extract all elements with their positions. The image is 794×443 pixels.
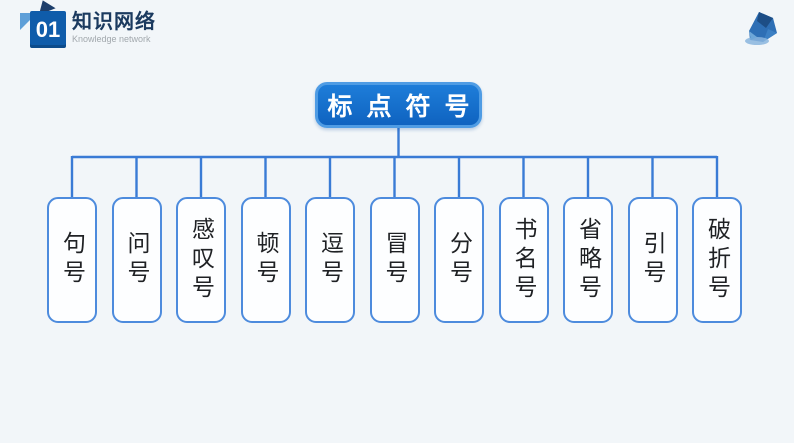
leaf-node-label: 冒号 — [382, 231, 408, 289]
leaf-node-shenglvehao: 省略号 — [563, 197, 613, 323]
leaf-node-label: 省略号 — [575, 216, 602, 304]
leaf-node-fenhao: 分号 — [434, 197, 484, 323]
leaf-node-label: 破折号 — [704, 216, 731, 304]
section-subtitle: Knowledge network — [72, 34, 151, 44]
leaf-node-label: 顿号 — [253, 231, 279, 289]
root-node-label: 标点符号 — [327, 93, 484, 121]
leaf-node-shuminghao: 书名号 — [498, 197, 549, 323]
section-badge-group: 01 — [10, 0, 80, 55]
leaf-node-pozhehao: 破折号 — [692, 197, 742, 323]
leaf-node-maohao: 冒号 — [369, 197, 420, 323]
leaf-node-label: 逗号 — [317, 231, 344, 289]
root-node-punctuation: 标点符号 — [315, 82, 482, 128]
leaf-node-label: 引号 — [640, 231, 666, 289]
leaf-node-wenhao: 问号 — [111, 197, 162, 323]
leaf-node-label: 书名号 — [511, 216, 537, 304]
leaf-node-label: 句号 — [59, 231, 86, 289]
section-title: 知识网络 — [72, 11, 156, 33]
header: 01 知识网络 Knowledge network — [0, 0, 794, 60]
section-number-badge: 01 — [30, 11, 66, 48]
leaf-node-dunhao: 顿号 — [240, 197, 291, 323]
leaf-node-gantanhao: 感叹号 — [176, 197, 226, 323]
leaf-node-yinhao: 引号 — [627, 197, 678, 323]
leaf-node-label: 感叹号 — [188, 216, 215, 304]
section-number: 01 — [35, 16, 61, 42]
header-text: 知识网络 Knowledge network — [72, 10, 156, 45]
leaf-node-label: 分号 — [446, 231, 473, 289]
leaf-node-label: 问号 — [124, 231, 150, 289]
leaf-node-douhao: 逗号 — [305, 197, 355, 323]
origami-gem-icon — [745, 12, 777, 45]
leaf-node-juhao: 句号 — [47, 197, 97, 323]
